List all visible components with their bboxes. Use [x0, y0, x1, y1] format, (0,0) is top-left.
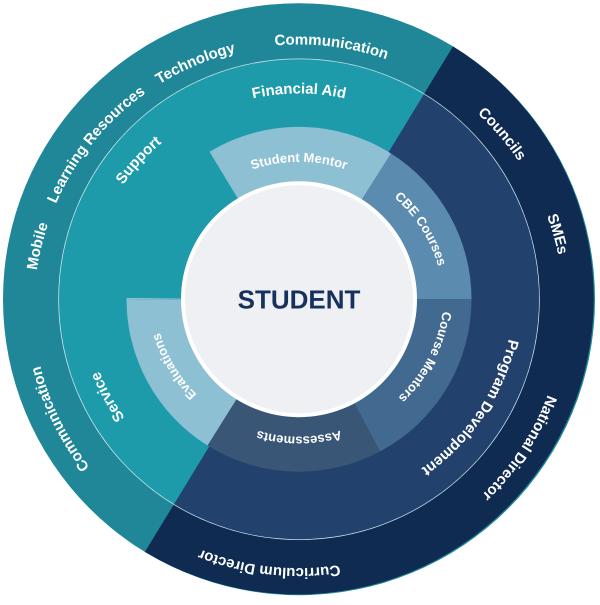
center-circle — [181, 181, 417, 418]
inner-label-assessments: Assessments — [254, 428, 343, 449]
middle-label-financial-aid: Financial Aid — [250, 80, 347, 102]
inner-label-student-mentor: Student Mentor — [249, 150, 350, 173]
center-label: STUDENT — [238, 285, 361, 315]
